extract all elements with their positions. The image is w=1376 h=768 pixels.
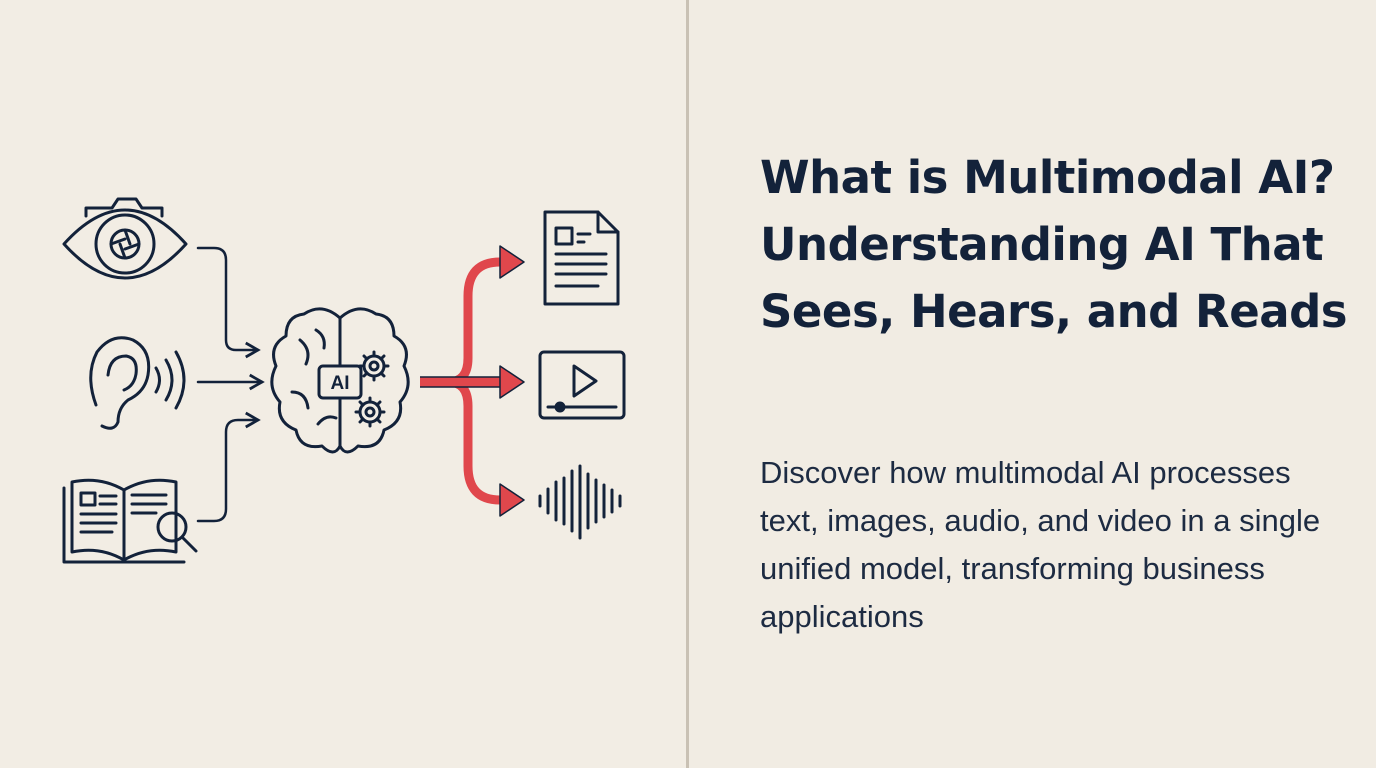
ai-label: AI xyxy=(331,373,350,394)
output-arrowheads xyxy=(499,245,525,517)
output-arrows-outline xyxy=(420,376,500,388)
multimodal-diagram: AI xyxy=(62,197,626,564)
document-icon xyxy=(543,210,620,306)
page-subtitle: Discover how multimodal AI processes tex… xyxy=(760,455,1321,634)
panel-divider xyxy=(686,0,689,768)
ai-brain-icon xyxy=(270,307,410,454)
audio-waveform-icon xyxy=(538,464,622,540)
input-connectors xyxy=(196,246,265,523)
text-panel xyxy=(689,0,1376,768)
video-player-icon xyxy=(538,350,626,420)
book-magnifier-icon xyxy=(62,478,198,564)
page-title: What is Multimodal AI? Understanding AI … xyxy=(760,151,1348,338)
ear-sound-icon xyxy=(89,336,186,430)
eye-camera-icon xyxy=(62,197,188,280)
output-arrows xyxy=(420,257,501,505)
